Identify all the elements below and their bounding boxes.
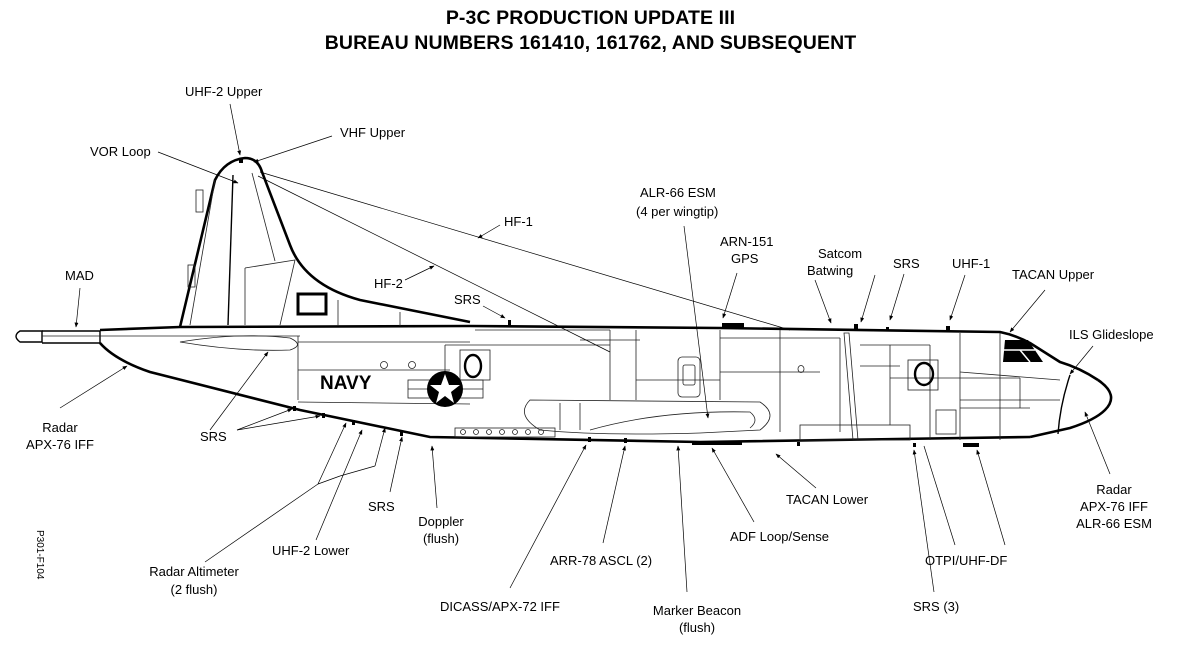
otpi-antenna	[963, 443, 979, 447]
label-radar-nose: Radar	[1096, 482, 1132, 497]
label-uhf1: UHF-1	[952, 256, 990, 271]
label-uhf2-upper: UHF-2 Upper	[185, 84, 263, 99]
label-mad: MAD	[65, 268, 94, 283]
label-batwing: Batwing	[807, 263, 853, 278]
hf2-wire	[257, 175, 611, 353]
label-alr66-nose: ALR-66 ESM	[1076, 516, 1152, 531]
tail-window	[296, 292, 328, 316]
figure-id: P301-F104	[34, 530, 45, 580]
fuselage-bottom	[99, 342, 1031, 444]
wing-nacelle	[523, 399, 771, 435]
hf1-wire	[259, 171, 791, 331]
sonobuoy-ports	[454, 427, 556, 438]
mad-boom	[15, 330, 43, 343]
cockpit-window	[1003, 340, 1043, 362]
label-hf2: HF-2	[374, 276, 403, 291]
label-uhf2-lower: UHF-2 Lower	[272, 543, 350, 558]
label-adf: ADF Loop/Sense	[730, 529, 829, 544]
label-radar-altimeter: Radar Altimeter	[149, 564, 239, 579]
label-apx76-nose: APX-76 IFF	[1080, 499, 1148, 514]
label-gps: GPS	[731, 251, 759, 266]
label-otpi: OTPI/UHF-DF	[925, 553, 1007, 568]
fuselage-top	[99, 324, 1099, 382]
title-line-1: P-3C PRODUCTION UPDATE III	[445, 7, 736, 29]
navy-marking: NAVY	[320, 373, 372, 394]
porthole-aft	[463, 353, 483, 379]
label-satcom: Satcom	[818, 246, 862, 261]
label-arn151: ARN-151	[720, 234, 773, 249]
label-dicass: DICASS/APX-72 IFF	[440, 599, 560, 614]
adf-antenna	[692, 441, 742, 445]
label-srs-tail: SRS	[200, 429, 227, 444]
label-srs-top: SRS	[893, 256, 920, 271]
label-alr66-esm: ALR-66 ESM	[640, 185, 716, 200]
porthole-fwd	[913, 361, 935, 387]
gps-antenna	[722, 323, 744, 328]
label-srs3: SRS (3)	[913, 599, 959, 614]
label-ils-glideslope: ILS Glideslope	[1069, 327, 1154, 342]
label-apx76-tail: APX-76 IFF	[26, 437, 94, 452]
leader-lines	[59, 103, 1111, 593]
label-alr66-esm-note: (4 per wingtip)	[636, 204, 718, 219]
label-hf1: HF-1	[504, 214, 533, 229]
aircraft-outline: NAVY	[15, 156, 1113, 447]
label-doppler: Doppler	[418, 514, 464, 529]
label-tacan-upper: TACAN Upper	[1012, 267, 1095, 282]
roundel-star	[430, 374, 460, 403]
label-vhf-upper: VHF Upper	[340, 125, 406, 140]
uhf2-upper-antenna	[239, 159, 243, 163]
label-vor-loop: VOR Loop	[90, 144, 151, 159]
horizontal-stabilizer	[179, 335, 298, 351]
label-radar-tail: Radar	[42, 420, 78, 435]
vertical-tail	[178, 156, 471, 328]
label-srs-lower: SRS	[368, 499, 395, 514]
nose	[1029, 378, 1113, 439]
label-srs-dorsal: SRS	[454, 292, 481, 307]
label-marker-beacon: Marker Beacon	[653, 603, 741, 618]
label-tacan-lower: TACAN Lower	[786, 492, 869, 507]
wing-spar	[843, 332, 859, 441]
label-doppler-note: (flush)	[423, 531, 459, 546]
label-arr78: ARR-78 ASCL (2)	[550, 553, 652, 568]
title-line-2: BUREAU NUMBERS 161410, 161762, AND SUBSE…	[324, 32, 857, 54]
label-marker-beacon-note: (flush)	[679, 620, 715, 635]
antenna-labels: UHF-2 Upper VHF Upper VOR Loop HF-1 HF-2…	[26, 84, 1154, 635]
label-radar-altimeter-note: (2 flush)	[171, 582, 218, 597]
